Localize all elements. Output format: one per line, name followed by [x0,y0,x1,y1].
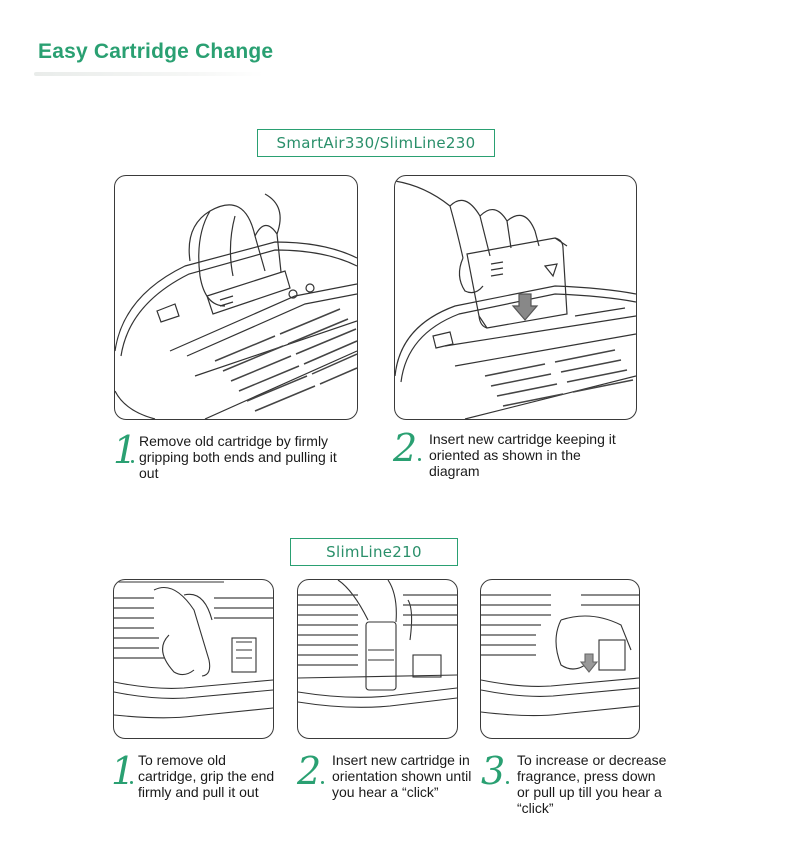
section-label-smartair: SmartAir330/SlimLine230 [257,129,495,157]
title-underline [34,72,264,76]
hand-inserting-cartridge-illustration [298,580,457,708]
hand-inserting-cartridge-illustration [395,180,636,419]
step-dot [506,781,509,784]
step-number: 2 [297,749,322,793]
step-instruction: Insert new cartridge keeping it oriented… [429,431,616,479]
step-instruction: Insert new cartridge in orientation show… [332,752,472,800]
page-title: Easy Cartridge Change [38,40,274,63]
step-instruction: To remove old cartridge, grip the end fi… [138,752,275,800]
step-instruction: Remove old cartridge by firmly gripping … [139,433,337,481]
step-instruction: To increase or decrease fragrance, press… [517,752,667,816]
step-dot [418,458,421,461]
hand-pulling-cartridge-illustration [114,581,273,719]
illustration-panel [394,175,637,420]
illustration-panel [113,579,274,739]
illustration-panel [114,175,358,420]
step-number: 3 [481,749,506,793]
hand-pressing-cartridge-illustration [481,594,639,717]
step-number: 2 [393,426,418,470]
section-label-slimline210: SlimLine210 [290,538,458,566]
step-dot [131,460,134,463]
hand-pulling-cartridge-illustration [115,193,357,419]
step-number: 1 [111,749,136,793]
illustration-panel [480,579,640,739]
step-dot [130,781,133,784]
step-dot [321,781,324,784]
step-number: 1 [113,428,138,472]
illustration-panel [297,579,458,739]
